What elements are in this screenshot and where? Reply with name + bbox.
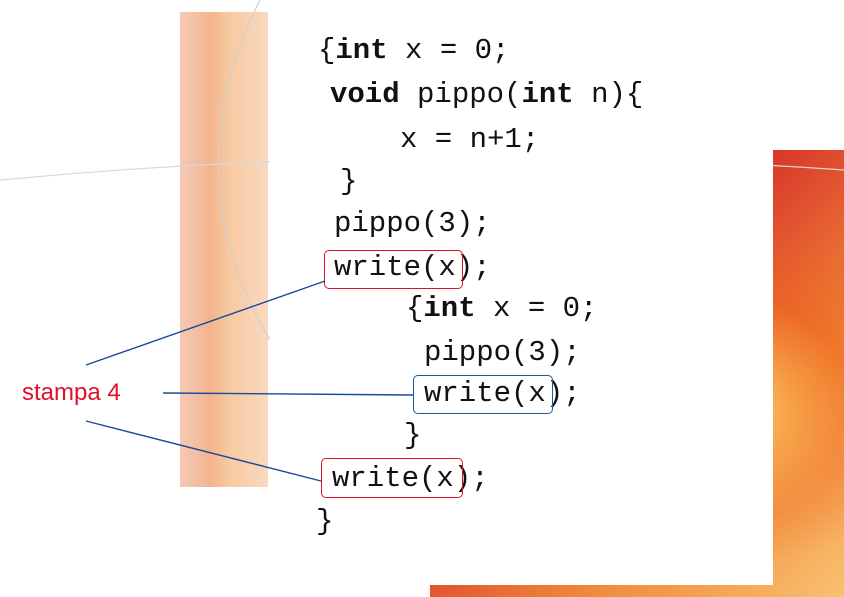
code-line-5: pippo(3); bbox=[334, 207, 491, 240]
code-line-6: write(x); bbox=[334, 251, 491, 284]
background-stripe bbox=[180, 12, 268, 487]
code-line-4: } bbox=[340, 165, 358, 198]
write-call: write(x) bbox=[424, 377, 564, 410]
code-line-1: {int x = 0; bbox=[318, 34, 510, 67]
code-line-8: pippo(3); bbox=[424, 336, 581, 369]
keyword-int: int bbox=[521, 78, 574, 111]
write-call: write(x) bbox=[334, 251, 474, 284]
code-line-7: {int x = 0; bbox=[406, 292, 598, 325]
keyword-int: int bbox=[423, 292, 476, 325]
write-call: write(x) bbox=[332, 462, 472, 495]
highlight-box-inner-write bbox=[413, 375, 553, 414]
code-line-2: void pippo(int n){ bbox=[330, 78, 644, 111]
code-line-12: } bbox=[316, 505, 334, 538]
keyword-void: void bbox=[330, 78, 400, 111]
leader-line bbox=[162, 392, 414, 396]
code-line-11: write(x); bbox=[332, 462, 489, 495]
keyword-int: int bbox=[335, 34, 388, 67]
code-line-3: x = n+1; bbox=[400, 123, 540, 156]
leader-line bbox=[85, 420, 322, 482]
code-line-9: write(x); bbox=[424, 377, 581, 410]
leader-line bbox=[85, 280, 326, 366]
highlight-box-outer-write bbox=[321, 458, 463, 498]
code-panel: {int x = 0; void pippo(int n){ x = n+1; … bbox=[270, 0, 773, 585]
annotation-label: stampa 4 bbox=[22, 379, 121, 406]
highlight-box-outer-write bbox=[324, 250, 463, 289]
code-line-10: } bbox=[404, 419, 422, 452]
